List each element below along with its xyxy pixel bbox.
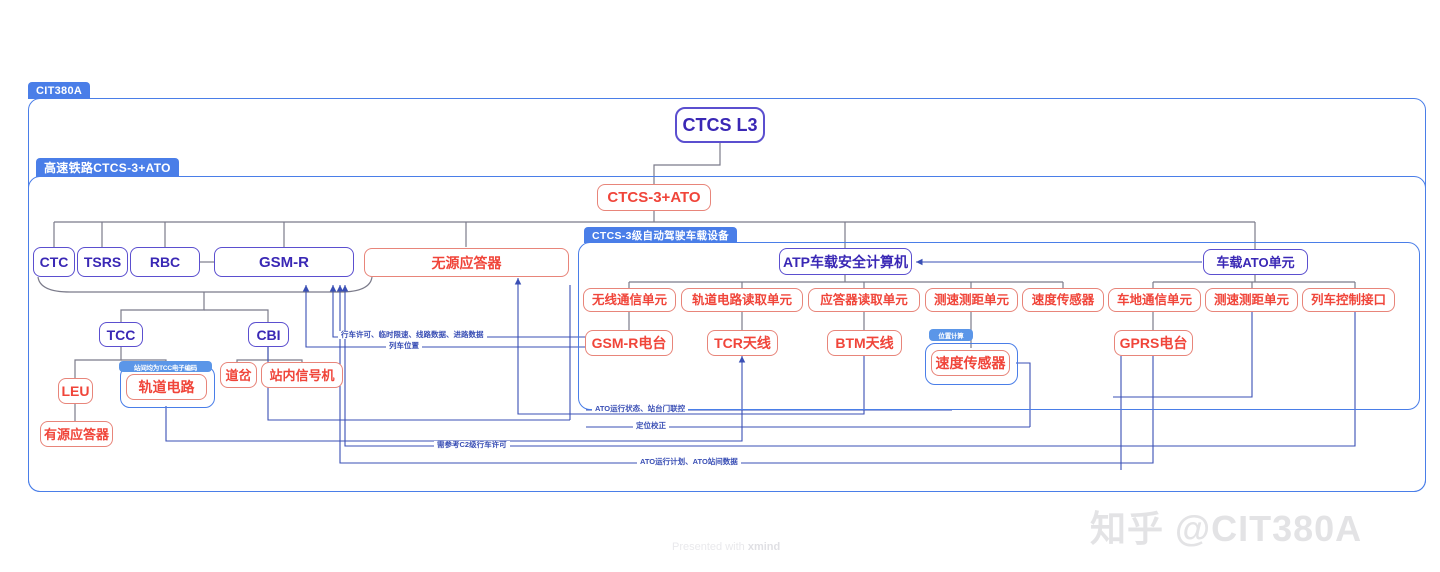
node-gsm-r[interactable]: GSM-R <box>214 247 354 277</box>
node-rbc-label: RBC <box>149 254 181 270</box>
node-switch[interactable]: 道岔 <box>220 362 257 388</box>
node-switch-label: 道岔 <box>225 367 252 383</box>
edge-label-ato-status: ATO运行状态、站台门联控 <box>592 404 689 413</box>
frame-onboard-equipment <box>578 242 1420 410</box>
subframe-speed-sensor <box>925 343 1018 385</box>
node-ctcs-l3-label: CTCS L3 <box>682 115 758 135</box>
footer-brand-text: xmind <box>747 541 781 553</box>
node-radio-comm-unit[interactable]: 无线通信单元 <box>583 288 676 312</box>
edge-label-c2-authority-text: 需参考C2级行车许可 <box>437 440 507 449</box>
node-passive-balise[interactable]: 无源应答器 <box>364 248 569 277</box>
frame-high-speed-line-label-text: 高速铁路CTCS-3+ATO <box>44 161 171 175</box>
edge-label-c2-authority: 需参考C2级行车许可 <box>434 441 510 449</box>
node-speed-sensor-unit-label: 速度传感器 <box>1031 292 1095 307</box>
node-radio-comm-unit-label: 无线通信单元 <box>591 292 667 307</box>
node-tcc[interactable]: TCC <box>99 322 143 347</box>
node-btm-antenna[interactable]: BTM天线 <box>827 330 902 356</box>
frame-onboard-equipment-label: CTCS-3级自动驾驶车载设备 <box>584 227 737 243</box>
node-active-balise-label: 有源应答器 <box>43 426 109 442</box>
node-tcr-antenna[interactable]: TCR天线 <box>707 330 778 356</box>
node-speed-distance-unit-2[interactable]: 测速测距单元 <box>1205 288 1298 312</box>
node-ctc[interactable]: CTC <box>33 247 75 277</box>
node-train-control-interface[interactable]: 列车控制接口 <box>1302 288 1395 312</box>
node-speed-distance-unit[interactable]: 测速测距单元 <box>925 288 1018 312</box>
edge-label-train-position: 列车位置 <box>386 342 422 350</box>
node-onboard-ato-unit-label: 车载ATO单元 <box>1216 254 1295 270</box>
node-gprs-radio-label: GPRS电台 <box>1119 335 1188 351</box>
node-rbc[interactable]: RBC <box>130 247 200 277</box>
footer-xmind-credit: Presented with xmind <box>672 541 780 553</box>
node-cbi[interactable]: CBI <box>248 322 289 347</box>
node-tcr-antenna-label: TCR天线 <box>714 335 771 351</box>
node-active-balise[interactable]: 有源应答器 <box>40 421 113 447</box>
frame-cit380a-label: CIT380A <box>28 82 91 99</box>
node-ctcs3-ato[interactable]: CTCS-3+ATO <box>597 184 711 211</box>
node-track-circuit-reader[interactable]: 轨道电路读取单元 <box>681 288 803 312</box>
edge-label-movement-authority-text: 行车许可、临时限速、线路数据、进路数据 <box>341 330 484 339</box>
node-cbi-label: CBI <box>256 326 281 343</box>
edge-label-position-correction: 定位校正 <box>633 422 669 430</box>
node-balise-reader-label: 应答器读取单元 <box>820 292 908 307</box>
node-gsm-r-label: GSM-R <box>259 253 309 271</box>
node-gsm-r-radio[interactable]: GSM-R电台 <box>585 330 673 356</box>
node-speed-sensor-leaf[interactable]: 速度传感器 <box>931 350 1010 376</box>
node-leu-label: LEU <box>61 383 90 399</box>
node-onboard-ato-unit[interactable]: 车载ATO单元 <box>1203 249 1308 275</box>
node-balise-reader[interactable]: 应答器读取单元 <box>808 288 920 312</box>
node-passive-balise-label: 无源应答器 <box>431 254 502 271</box>
node-ctcs3-ato-label: CTCS-3+ATO <box>607 189 701 206</box>
node-speed-sensor-unit[interactable]: 速度传感器 <box>1022 288 1104 312</box>
edge-label-ato-plan-text: ATO运行计划、ATO站间数据 <box>640 457 738 466</box>
frame-onboard-equipment-label-text: CTCS-3级自动驾驶车载设备 <box>592 229 729 242</box>
node-atp-computer[interactable]: ATP车载安全计算机 <box>779 248 912 275</box>
node-tcc-label: TCC <box>106 326 136 343</box>
node-speed-sensor-leaf-label: 速度传感器 <box>935 355 1006 371</box>
node-speed-distance-unit-label: 测速测距单元 <box>933 292 1009 307</box>
edge-label-ato-status-text: ATO运行状态、站台门联控 <box>595 404 686 413</box>
edge-label-ato-plan: ATO运行计划、ATO站间数据 <box>637 458 741 466</box>
node-speed-distance-unit-2-label: 测速测距单元 <box>1213 292 1289 307</box>
node-station-signal[interactable]: 站内信号机 <box>261 362 343 388</box>
node-tsrs[interactable]: TSRS <box>77 247 128 277</box>
frame-cit380a-label-text: CIT380A <box>36 84 83 97</box>
edge-label-position-correction-text: 定位校正 <box>636 421 666 430</box>
node-station-signal-label: 站内信号机 <box>269 367 335 383</box>
node-atp-computer-label: ATP车载安全计算机 <box>783 253 908 270</box>
node-train-ground-comm-unit[interactable]: 车地通信单元 <box>1108 288 1201 312</box>
node-tsrs-label: TSRS <box>83 254 122 270</box>
node-ctcs-l3[interactable]: CTCS L3 <box>675 107 765 143</box>
edge-label-train-position-text: 列车位置 <box>389 341 419 350</box>
node-track-circuit-reader-label: 轨道电路读取单元 <box>691 292 792 307</box>
node-btm-antenna-label: BTM天线 <box>835 335 894 351</box>
node-train-control-interface-label: 列车控制接口 <box>1310 292 1386 307</box>
edge-label-movement-authority: 行车许可、临时限速、线路数据、进路数据 <box>338 331 487 339</box>
node-track-circuit-badge: 站间均为TCC电子编码 <box>119 361 212 372</box>
node-train-ground-comm-unit-label: 车地通信单元 <box>1116 292 1192 307</box>
node-track-circuit-badge-label: 站间均为TCC电子编码 <box>133 364 198 372</box>
node-leu[interactable]: LEU <box>58 378 93 404</box>
node-ctc-label: CTC <box>39 254 69 270</box>
watermark-zhihu: 知乎 @CIT380A <box>1090 500 1362 552</box>
node-track-circuit-label: 轨道电路 <box>138 379 195 395</box>
node-gprs-radio[interactable]: GPRS电台 <box>1114 330 1193 356</box>
footer-prefix-text: Presented with <box>672 541 748 553</box>
node-speed-sensor-badge: 位置计算 <box>929 329 973 341</box>
node-track-circuit[interactable]: 轨道电路 <box>126 374 207 400</box>
watermark-zhihu-text: 知乎 @CIT380A <box>1090 508 1363 549</box>
frame-high-speed-line-label: 高速铁路CTCS-3+ATO <box>36 158 179 177</box>
node-gsm-r-radio-label: GSM-R电台 <box>591 335 667 351</box>
frame-high-speed-line <box>28 176 1426 492</box>
node-speed-sensor-badge-label: 位置计算 <box>938 333 964 340</box>
